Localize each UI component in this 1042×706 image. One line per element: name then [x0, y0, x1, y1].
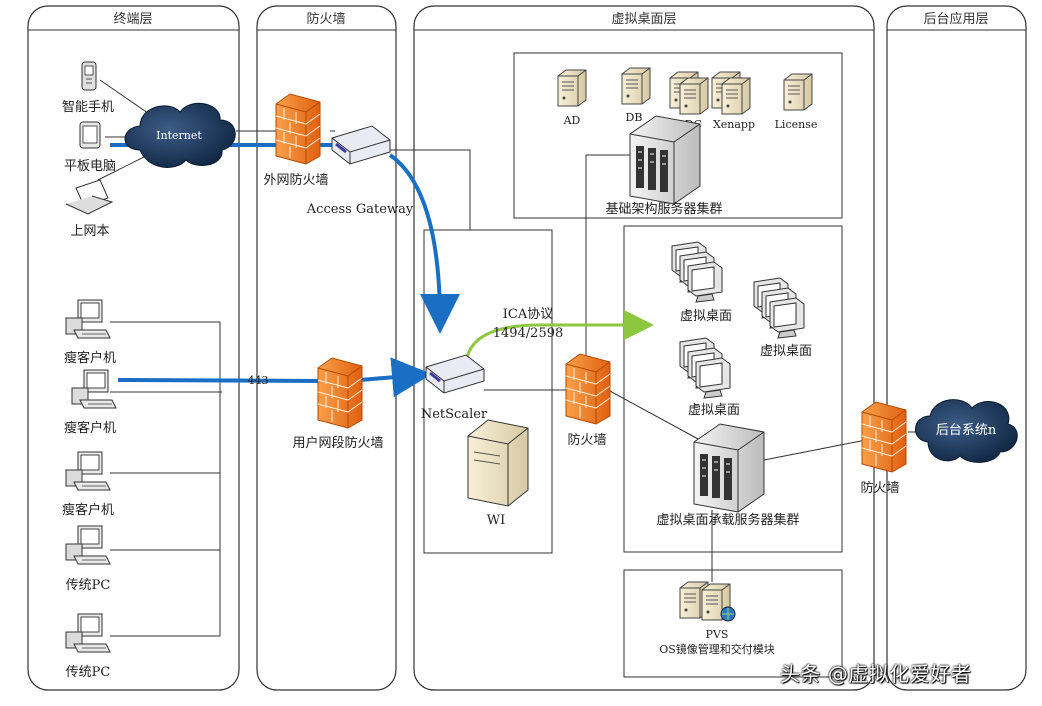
watermark-text: 头条 @虚拟化爱好者 [780, 662, 972, 686]
wi-server-icon [467, 419, 529, 507]
vdesk-group-2 [753, 277, 805, 339]
label-vdesk-3: 虚拟桌面 [688, 403, 740, 418]
monitor-icon [695, 357, 731, 399]
label-ad: AD [563, 114, 581, 127]
backend-cloud-label: 后台系统n [936, 423, 997, 438]
label-fw-external: 外网防火墙 [263, 172, 328, 188]
license-server-icon [783, 73, 813, 111]
connection-lines [97, 79, 930, 637]
label-vdesk-host-cluster: 虚拟桌面承载服务器集群 [656, 512, 799, 528]
ad-server-icon [557, 69, 587, 107]
label-thin3: 瘦客户机 [62, 502, 114, 518]
pc-icon [65, 525, 111, 565]
netscaler-icon [424, 353, 486, 395]
lane-firewall [256, 5, 397, 691]
internet-label: Internet [156, 129, 202, 142]
pvs-server-icon [679, 581, 736, 622]
label-fw-backend: 防火墙 [860, 480, 899, 496]
pc-icon [65, 613, 111, 653]
internet-cloud-icon [124, 102, 236, 168]
vdesk-host-cluster-icon [693, 423, 765, 513]
label-laptop: 上网本 [70, 224, 109, 239]
ica-protocol-label: ICA协议 [503, 307, 553, 322]
label-pvs: PVS [706, 628, 729, 641]
label-access-gateway: Access Gateway [306, 202, 414, 217]
laptop-icon [65, 179, 114, 215]
vdesk-group-1 [671, 241, 723, 303]
arrow-ag-to-netscaler [388, 153, 460, 334]
tablet-icon [79, 121, 101, 149]
port-443-label: 443 [248, 374, 269, 387]
label-tablet: 平板电脑 [64, 159, 116, 174]
lane-title-terminal: 终端层 [113, 11, 152, 27]
thin-client-icon [65, 451, 111, 491]
lane-backend [886, 5, 1027, 691]
lane-title-backend: 后台应用层 [923, 11, 988, 27]
vdesk-group-3 [679, 337, 731, 399]
ddc-server-icon [679, 77, 709, 115]
label-wi: WI [487, 513, 506, 528]
xenapp-server-icon [721, 77, 751, 115]
label-pvs-desc: OS镜像管理和交付模块 [659, 642, 775, 656]
lane-terminal [27, 5, 240, 691]
lane-title-vdesktop: 虚拟桌面层 [611, 12, 676, 27]
firewall-icon-backend [861, 401, 907, 473]
ica-ports-label: 1494/2598 [493, 326, 564, 341]
infra-box [513, 52, 843, 219]
label-infra-cluster: 基础架构服务器集群 [605, 201, 722, 217]
lane-title-firewall: 防火墙 [306, 11, 345, 27]
label-pc2: 传统PC [66, 665, 111, 680]
label-fw-inner: 防火墙 [567, 432, 606, 448]
thin-client-icon [71, 369, 117, 409]
label-pc1: 传统PC [66, 578, 111, 593]
monitor-icon [687, 261, 723, 303]
blue-link-443 [117, 378, 319, 383]
label-thin1: 瘦客户机 [64, 350, 116, 366]
infra-cluster-server-icon [629, 115, 701, 205]
db-server-icon [621, 67, 651, 105]
monitor-icon [769, 297, 805, 339]
firewall-icon-external [275, 93, 321, 165]
vdesk-box [623, 225, 843, 553]
label-thin2: 瘦客户机 [64, 420, 116, 436]
backend-cloud-icon [915, 399, 1018, 463]
thin-client-icon [65, 299, 111, 339]
label-xenapp: Xenapp [713, 118, 755, 131]
lanes: 终端层 防火墙 虚拟桌面层 后台应用层 [27, 5, 1027, 691]
phone-icon [81, 61, 97, 91]
label-netscaler: NetScaler [421, 407, 488, 422]
access-gateway-icon [330, 124, 392, 166]
label-db: DB [626, 111, 643, 124]
firewall-icon-user [317, 357, 363, 429]
lane-vdesktop [413, 5, 875, 691]
firewall-icon-inner [565, 353, 611, 425]
label-vdesk-1: 虚拟桌面 [680, 309, 732, 324]
label-license: License [775, 118, 818, 131]
pvs-box [623, 569, 843, 678]
arrow-443-to-netscaler [359, 357, 432, 398]
label-phone: 智能手机 [62, 100, 114, 115]
label-vdesk-2: 虚拟桌面 [760, 344, 812, 359]
label-fw-user: 用户网段防火墙 [292, 435, 383, 451]
